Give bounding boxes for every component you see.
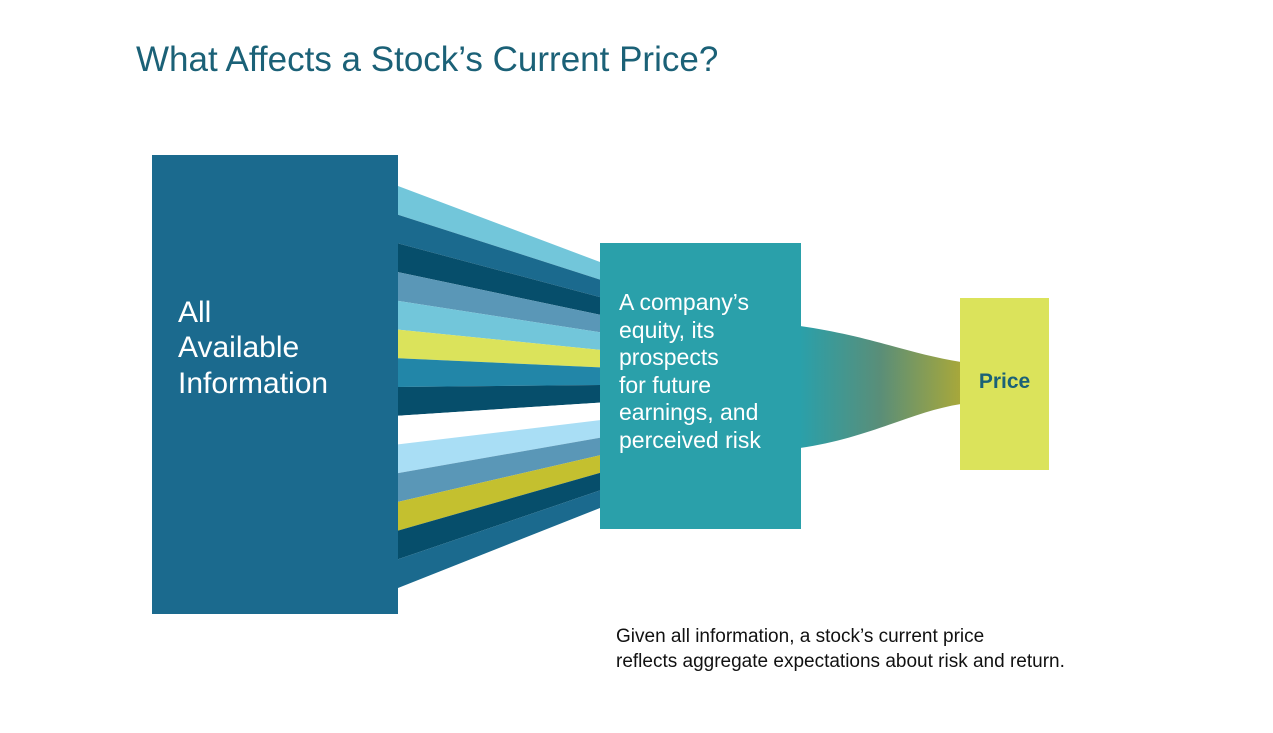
company-line: perceived risk	[619, 426, 761, 453]
info-stream	[398, 186, 600, 280]
company-line: earnings, and	[619, 399, 759, 426]
company-line: for future	[619, 371, 712, 398]
info-stream	[398, 243, 600, 315]
info-stream	[398, 329, 600, 368]
price-box	[960, 298, 1049, 470]
page-title: What Affects a Stock’s Current Price?	[136, 40, 719, 79]
caption-line: Given all information, a stock’s current…	[616, 626, 985, 647]
info-stream	[398, 385, 600, 416]
price-label: Price	[978, 370, 1031, 393]
company-box	[600, 243, 801, 529]
company-line: equity, its	[619, 316, 715, 343]
company-line: A company’s	[619, 289, 749, 315]
company-label: A company’s equity, its prospects for fu…	[619, 289, 761, 455]
all-info-box	[152, 155, 398, 614]
info-stream	[398, 272, 600, 333]
info-stream	[398, 402, 600, 445]
caption-line: reflects aggregate expectations about ri…	[616, 651, 1065, 673]
caption: Given all information, a stock’s current…	[616, 624, 1065, 675]
all-info-line: Information	[178, 366, 329, 400]
funnel-to-price	[800, 326, 961, 448]
all-info-line: Available	[178, 331, 300, 365]
info-stream	[398, 214, 600, 298]
info-stream	[398, 437, 600, 502]
info-stream	[398, 472, 600, 560]
all-info-line: All	[178, 296, 212, 329]
all-info-label: All Available Information	[178, 295, 328, 401]
info-stream	[398, 490, 600, 588]
information-streams	[398, 186, 600, 588]
info-stream	[398, 300, 600, 350]
info-stream	[398, 455, 600, 531]
info-stream	[398, 420, 600, 474]
info-stream	[398, 358, 600, 387]
company-line: prospects	[619, 344, 719, 371]
